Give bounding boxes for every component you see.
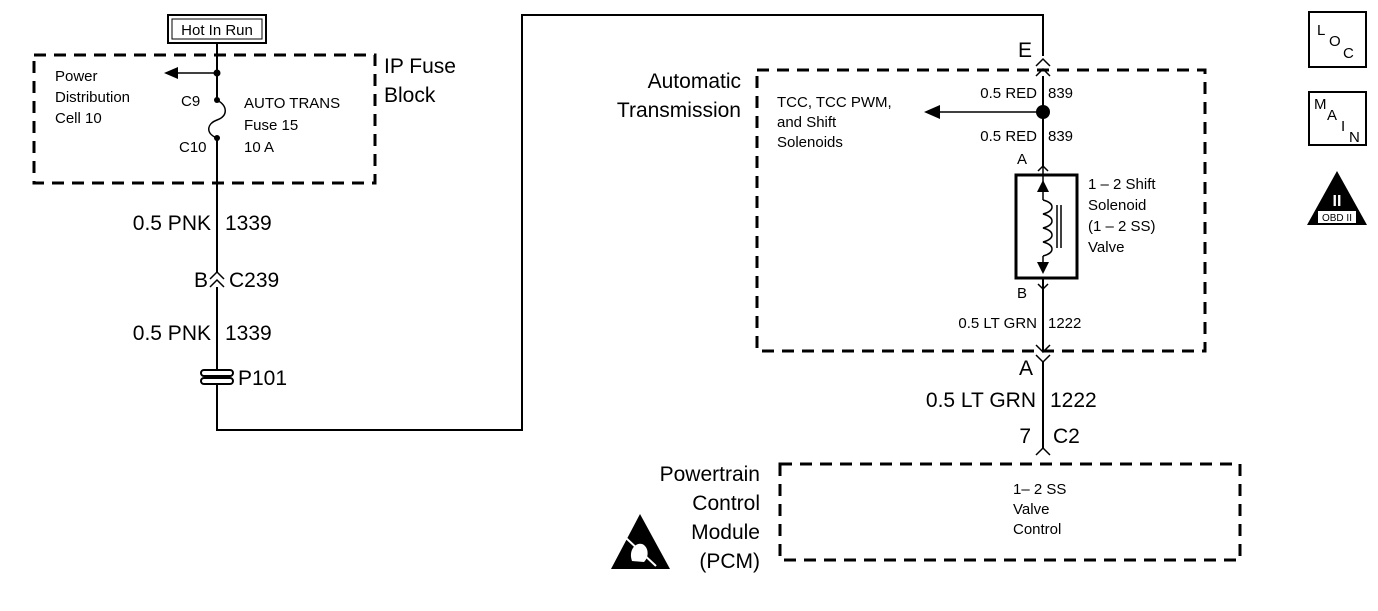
transmission-exit-pin: A xyxy=(1019,357,1033,380)
pcm-connector: C2 xyxy=(1053,425,1080,448)
loc-icon-o: O xyxy=(1329,33,1341,50)
grn-return-gauge: 0.5 LT GRN xyxy=(958,315,1037,332)
transmission-entry-pin: E xyxy=(1018,39,1032,62)
red-in-circuit: 839 xyxy=(1048,85,1073,102)
fuse-pin-in: C9 xyxy=(181,93,200,110)
pcm-title-4: (PCM) xyxy=(699,550,760,573)
main-icon-n: N xyxy=(1349,129,1360,146)
red-in-gauge: 0.5 RED xyxy=(980,85,1037,102)
pcm-function-1: 1– 2 SS xyxy=(1013,481,1066,498)
splice-feed-1: TCC, TCC PWM, xyxy=(777,94,892,111)
loc-nav-icon[interactable]: L O C xyxy=(1308,11,1367,68)
left-wire1-circuit: 1339 xyxy=(225,212,272,235)
transmission: Automatic Transmission E TCC, TCC PWM, a… xyxy=(617,39,1207,380)
connector-c239-pin: B xyxy=(194,269,208,292)
pcm-wire-circuit: 1222 xyxy=(1050,389,1097,412)
loc-icon-l: L xyxy=(1317,22,1325,39)
grn-return-circuit: 1222 xyxy=(1048,315,1081,332)
solenoid-pin-b: B xyxy=(1017,285,1027,302)
left-wire1-gauge: 0.5 PNK xyxy=(133,212,211,235)
passthrough-p101-icon xyxy=(200,369,234,385)
solenoid-label-2: Solenoid xyxy=(1088,197,1146,214)
main-icon-a: A xyxy=(1327,107,1337,124)
power-dist-line-2: Distribution xyxy=(55,89,130,106)
esd-warning-icon xyxy=(611,514,670,569)
fuse-label-1: AUTO TRANS xyxy=(244,95,340,112)
pcm-link: 0.5 LT GRN 1222 7 C2 xyxy=(926,362,1097,456)
solenoid-label-4: Valve xyxy=(1088,239,1124,256)
fuse-block-title-2: Block xyxy=(384,84,436,107)
red-out-gauge: 0.5 RED xyxy=(980,128,1037,145)
main-nav-icon[interactable]: M A I N xyxy=(1308,91,1367,146)
pcm-outline xyxy=(778,462,1242,562)
pcm-wire-gauge: 0.5 LT GRN xyxy=(926,389,1036,412)
main-icon-m: M xyxy=(1314,96,1327,113)
red-out-circuit: 839 xyxy=(1048,128,1073,145)
fuse-block: IP Fuse Block Power Distribution Cell 10… xyxy=(32,43,456,185)
pcm-title-2: Control xyxy=(692,492,760,515)
fuse-block-outline xyxy=(32,53,377,185)
transmission-title-1: Automatic xyxy=(648,70,741,93)
obd-ii-icon[interactable]: II OBD II xyxy=(1307,171,1367,225)
fuse-pin-out: C10 xyxy=(179,139,207,156)
fuse-block-title-1: IP Fuse xyxy=(384,55,456,78)
power-source: Hot In Run xyxy=(167,14,267,44)
transmission-outline xyxy=(755,68,1207,353)
pcm-connector-icon xyxy=(1035,446,1051,456)
pcm-function-2: Valve xyxy=(1013,501,1049,518)
solenoid-pin-a: A xyxy=(1017,151,1027,168)
splice-feed-arrow-icon xyxy=(924,105,940,119)
connector-c239-icon xyxy=(209,270,225,288)
pcm-title-1: Powertrain xyxy=(660,463,760,486)
power-dist-line-1: Power xyxy=(55,68,98,85)
obd-icon-numeral: II xyxy=(1333,193,1342,210)
entry-connector-icon xyxy=(1035,57,1051,77)
solenoid-icon xyxy=(1014,166,1079,280)
transmission-title-2: Transmission xyxy=(617,99,741,122)
loc-icon-c: C xyxy=(1343,45,1354,62)
solenoid-label-3: (1 – 2 SS) xyxy=(1088,218,1156,235)
connector-c239-id: C239 xyxy=(229,269,279,292)
pcm-function-3: Control xyxy=(1013,521,1061,538)
left-wire2-gauge: 0.5 PNK xyxy=(133,322,211,345)
solenoid-label-1: 1 – 2 Shift xyxy=(1088,176,1156,193)
splice-feed-3: Solenoids xyxy=(777,134,843,151)
fuse-icon xyxy=(208,99,226,139)
splice-feed-2: and Shift xyxy=(777,114,837,131)
left-circuit: 0.5 PNK 1339 B C239 0.5 PNK 1339 P101 xyxy=(133,14,1044,431)
pcm-title-3: Module xyxy=(691,521,760,544)
fuse-label-2: Fuse 15 xyxy=(244,117,298,134)
obd-icon-caption: OBD II xyxy=(1322,213,1352,224)
pcm: Powertrain Control Module (PCM) 1– 2 SS … xyxy=(611,462,1242,573)
passthrough-p101-label: P101 xyxy=(238,367,287,390)
power-dist-line-3: Cell 10 xyxy=(55,110,102,127)
fuse-label-3: 10 A xyxy=(244,139,274,156)
pcm-pin: 7 xyxy=(1019,425,1031,448)
power-source-label: Hot In Run xyxy=(181,22,253,39)
left-wire2-circuit: 1339 xyxy=(225,322,272,345)
power-dist-arrow-icon xyxy=(164,67,178,79)
main-icon-i: I xyxy=(1341,118,1345,135)
